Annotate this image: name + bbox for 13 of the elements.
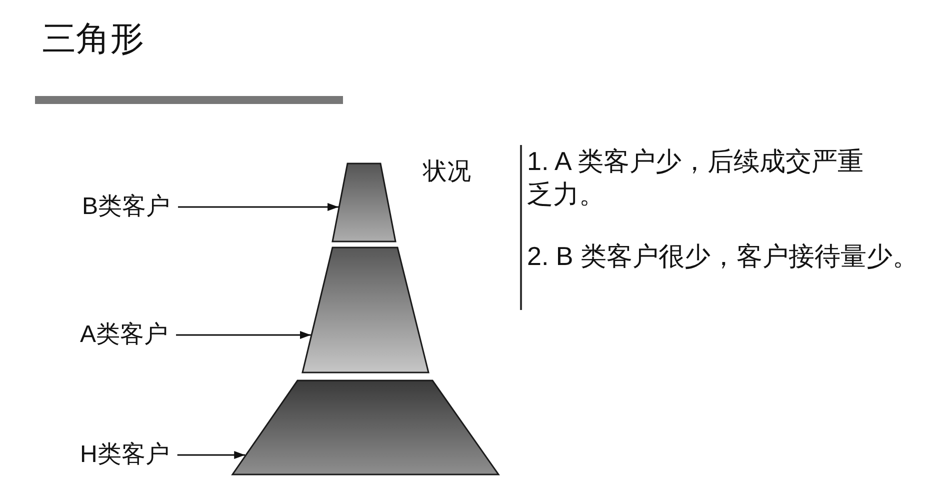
note-text: 1. A 类客户少，后续成交严重乏力。 — [527, 145, 865, 211]
category-label: H类客户 — [80, 441, 170, 469]
category-label: A类客户 — [80, 321, 168, 349]
section-heading: 状况 — [423, 157, 471, 187]
note-text: 2. B 类客户很少，客户接待量少。 — [527, 240, 918, 273]
trapezoid — [230, 378, 500, 476]
arrow — [176, 331, 311, 339]
title: 三角形 — [42, 19, 144, 60]
trapezoid — [300, 246, 430, 374]
arrow — [177, 451, 246, 459]
category-label: B类客户 — [82, 193, 170, 221]
arrow — [178, 203, 339, 211]
trapezoid — [330, 162, 396, 242]
